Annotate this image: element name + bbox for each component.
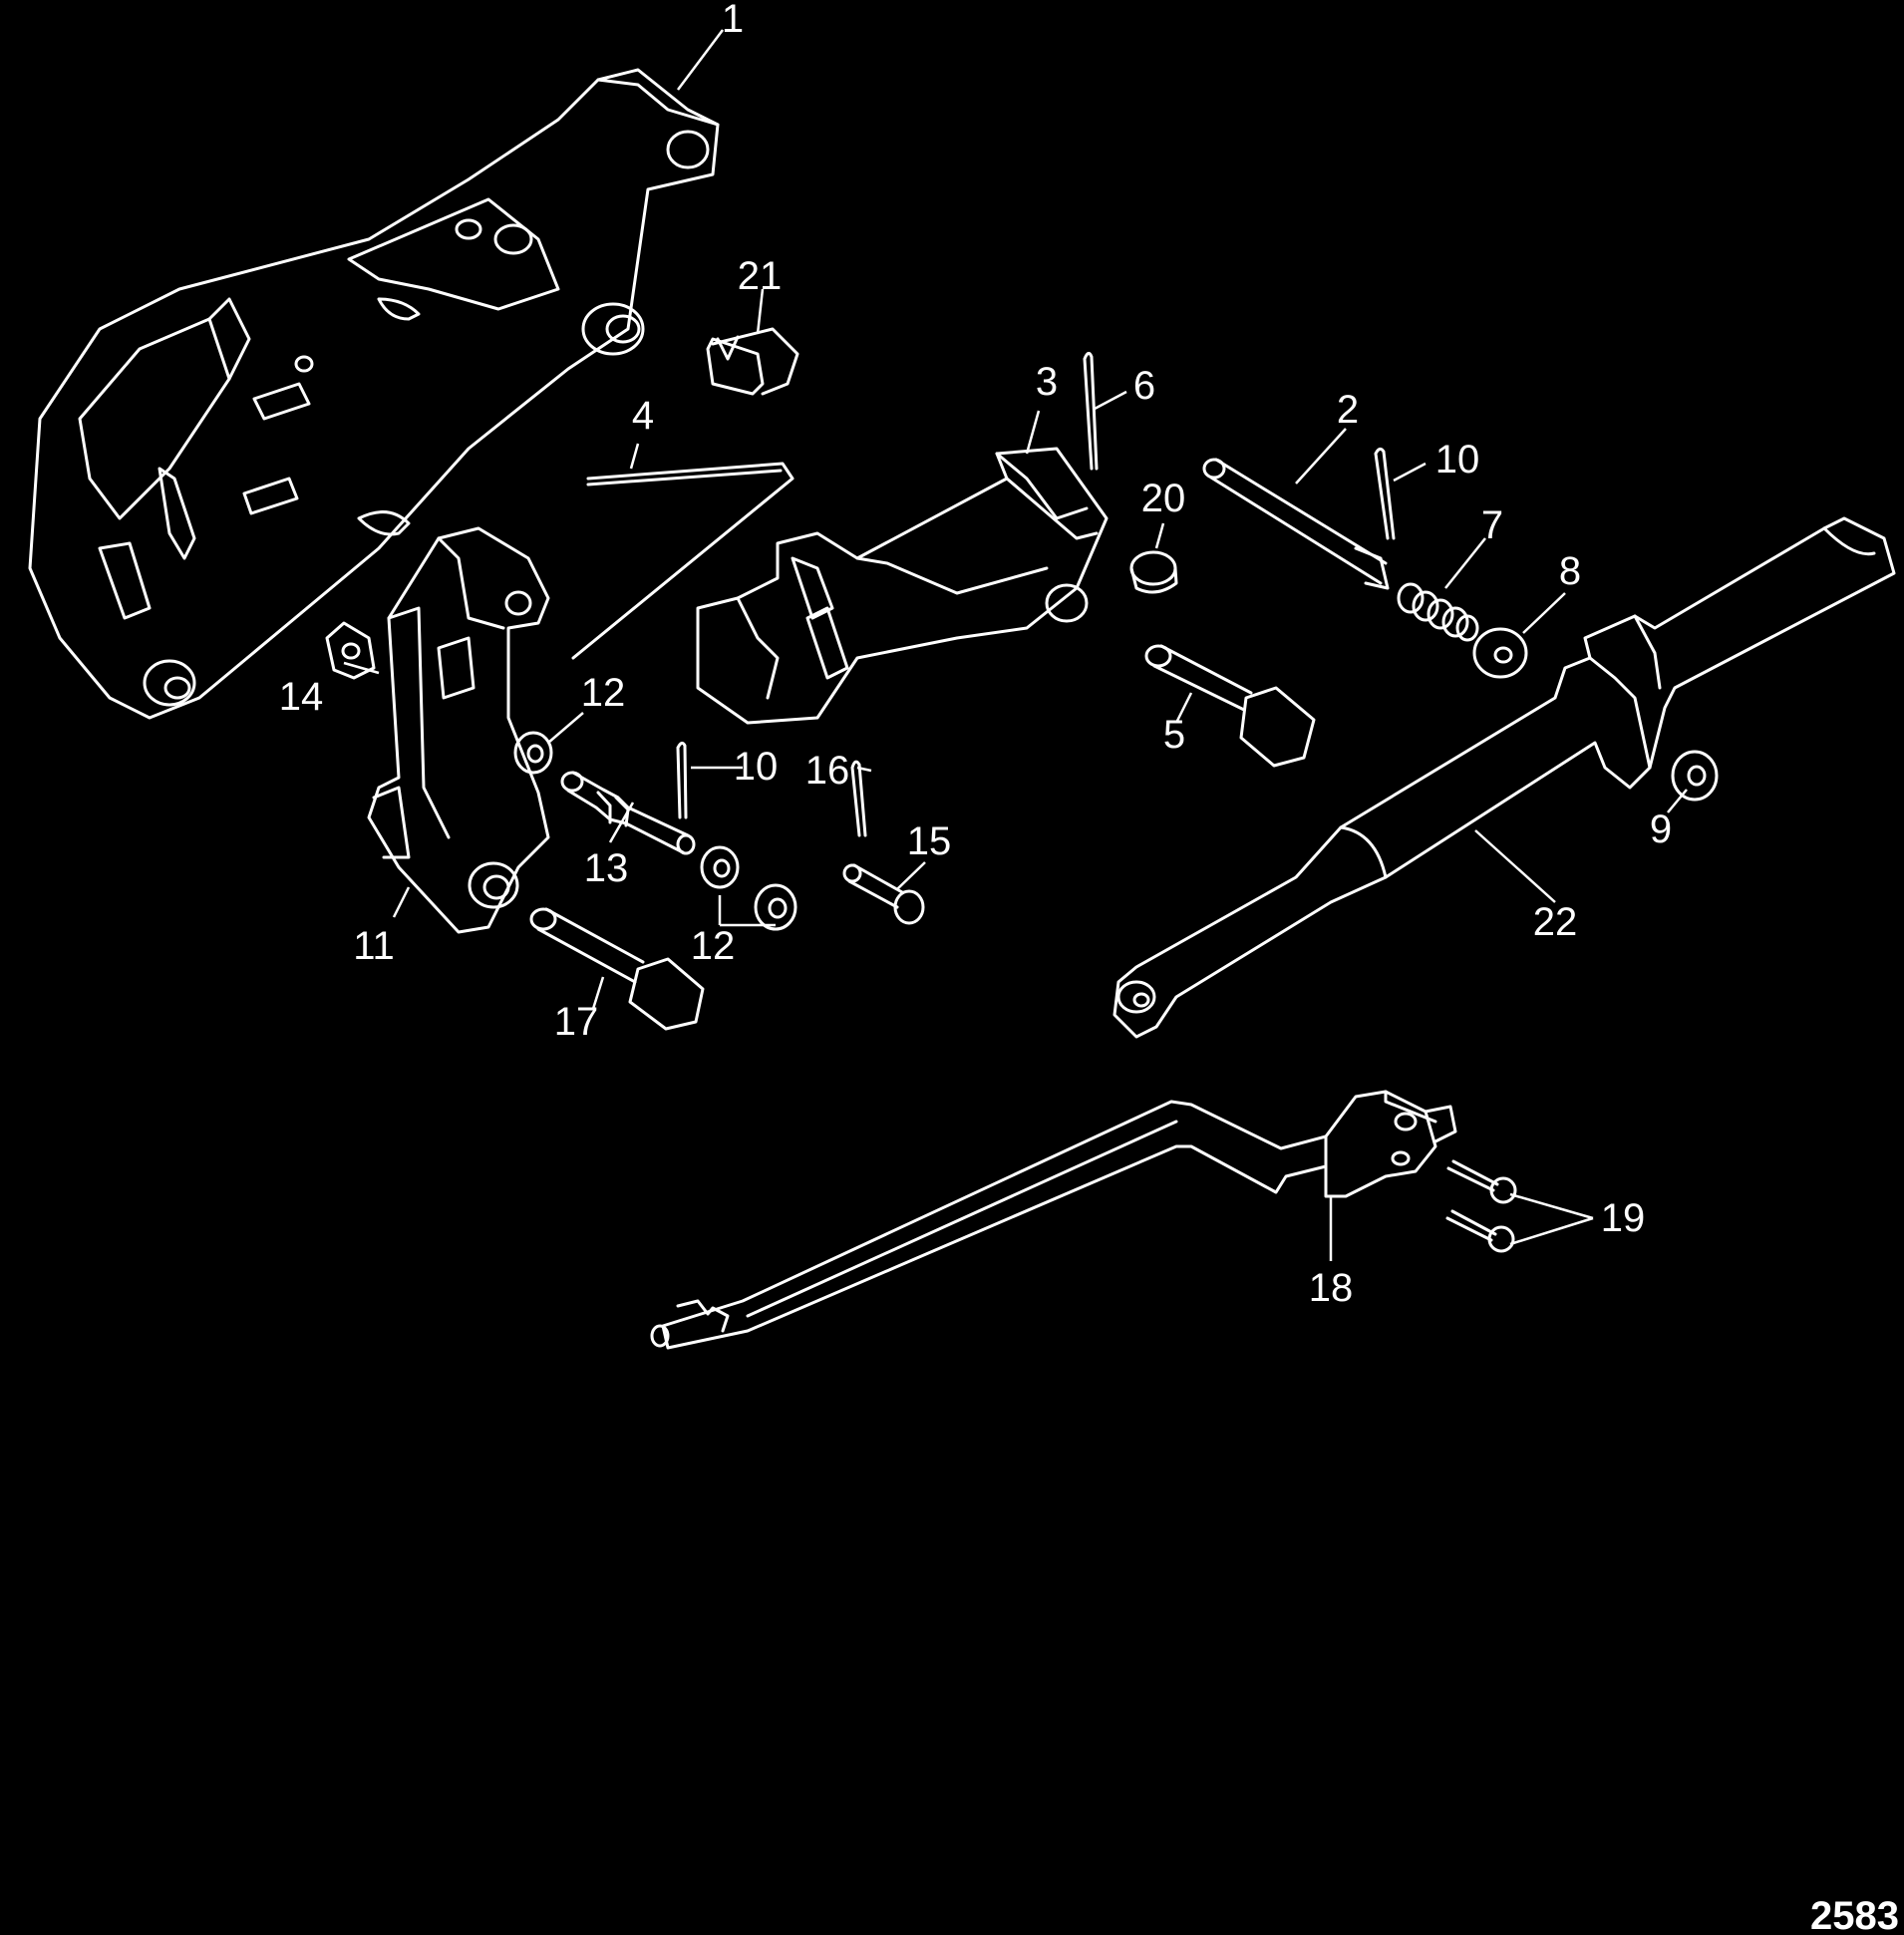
part-18-rod (650, 1090, 1457, 1350)
part-20-bushing (1129, 550, 1178, 594)
callout-13: 13 (584, 846, 629, 890)
callout-11: 11 (353, 924, 395, 968)
callout-19: 19 (1601, 1196, 1646, 1240)
part-1-bracket (28, 68, 720, 720)
callout-7: 7 (1481, 503, 1503, 547)
part-2-shaft (1202, 458, 1390, 590)
callout-15: 15 (907, 819, 952, 863)
part-14-plate (325, 621, 376, 680)
part-10-cotter-pin-lower (676, 741, 688, 819)
callout-4: 4 (632, 394, 654, 438)
part-12-washers-lower (700, 845, 797, 931)
callout-20: 20 (1141, 477, 1186, 520)
callout-10-upper: 10 (1435, 438, 1480, 482)
callout-18: 18 (1309, 1266, 1354, 1310)
callout-9: 9 (1650, 807, 1672, 851)
callout-12-lower: 12 (691, 924, 736, 968)
callout-16: 16 (805, 749, 850, 793)
part-22-tube (1112, 516, 1896, 1039)
part-10-cotter-pin-upper (1374, 447, 1396, 540)
part-8-washer (1472, 627, 1528, 679)
part-16-cotter-pin (850, 760, 867, 837)
part-6-cotter-pin (1083, 352, 1099, 471)
callout-17: 17 (554, 1000, 599, 1044)
callout-12-upper: 12 (581, 671, 626, 715)
callout-1: 1 (722, 0, 744, 41)
part-9-washer (1671, 750, 1719, 802)
callout-labels: 1 21 3 6 4 2 10 20 7 8 5 9 22 14 12 10 1… (279, 0, 1672, 1310)
part-12-washer-upper (513, 731, 553, 775)
figure-id: 2583 (1810, 1894, 1899, 1935)
part-5-bolt (1144, 644, 1316, 768)
part-4-wire (571, 462, 794, 660)
callout-21: 21 (738, 254, 783, 298)
part-11-lever (367, 526, 550, 934)
callout-14: 14 (279, 675, 324, 719)
part-15-clevis-pin (842, 863, 925, 925)
part-19-screws (1445, 1159, 1517, 1253)
callout-5: 5 (1163, 713, 1185, 757)
part-13-pin (560, 771, 696, 855)
part-3-latch (696, 447, 1109, 725)
leader-lines (343, 29, 1688, 1261)
callout-10-lower: 10 (734, 745, 779, 789)
part-21-bolt (706, 327, 799, 396)
callout-2: 2 (1337, 388, 1359, 432)
callout-3: 3 (1036, 360, 1058, 404)
callout-22: 22 (1533, 900, 1578, 944)
callout-6: 6 (1133, 364, 1155, 408)
part-7-spring (1397, 582, 1479, 642)
callout-8: 8 (1559, 549, 1581, 593)
part-17-bolt (529, 907, 705, 1031)
